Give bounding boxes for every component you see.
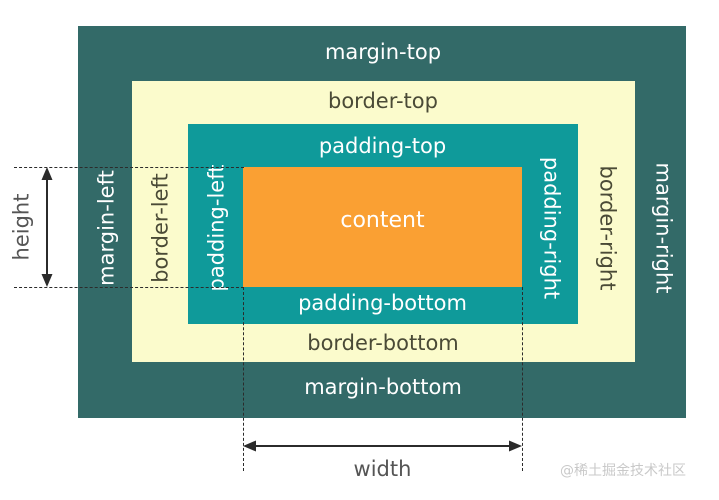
label-padding-right: padding-right [539, 156, 564, 300]
label-padding-top: padding-top [318, 134, 447, 158]
guide-line-content-bottom [14, 287, 244, 288]
watermark-text: @稀土掘金技术社区 [560, 463, 686, 479]
label-margin-left: margin-left [94, 170, 119, 286]
content-box [243, 167, 522, 287]
label-margin-right: margin-right [651, 162, 676, 294]
height-dimension-arrow [41, 167, 53, 287]
guide-line-content-left [243, 287, 244, 471]
label-content: content [340, 208, 425, 233]
label-border-left: border-left [148, 173, 173, 283]
label-margin-top: margin-top [324, 40, 442, 64]
label-border-bottom: border-bottom [307, 331, 459, 355]
label-width: width [353, 457, 412, 481]
label-height: height [9, 193, 34, 261]
label-margin-bottom: margin-bottom [304, 375, 462, 399]
label-border-top: border-top [328, 89, 438, 113]
label-padding-left: padding-left [204, 164, 229, 292]
width-dimension-arrow [243, 440, 522, 452]
guide-line-content-top [14, 167, 244, 168]
guide-line-content-right [522, 287, 523, 471]
label-padding-bottom: padding-bottom [298, 291, 467, 315]
label-border-right: border-right [595, 165, 620, 291]
